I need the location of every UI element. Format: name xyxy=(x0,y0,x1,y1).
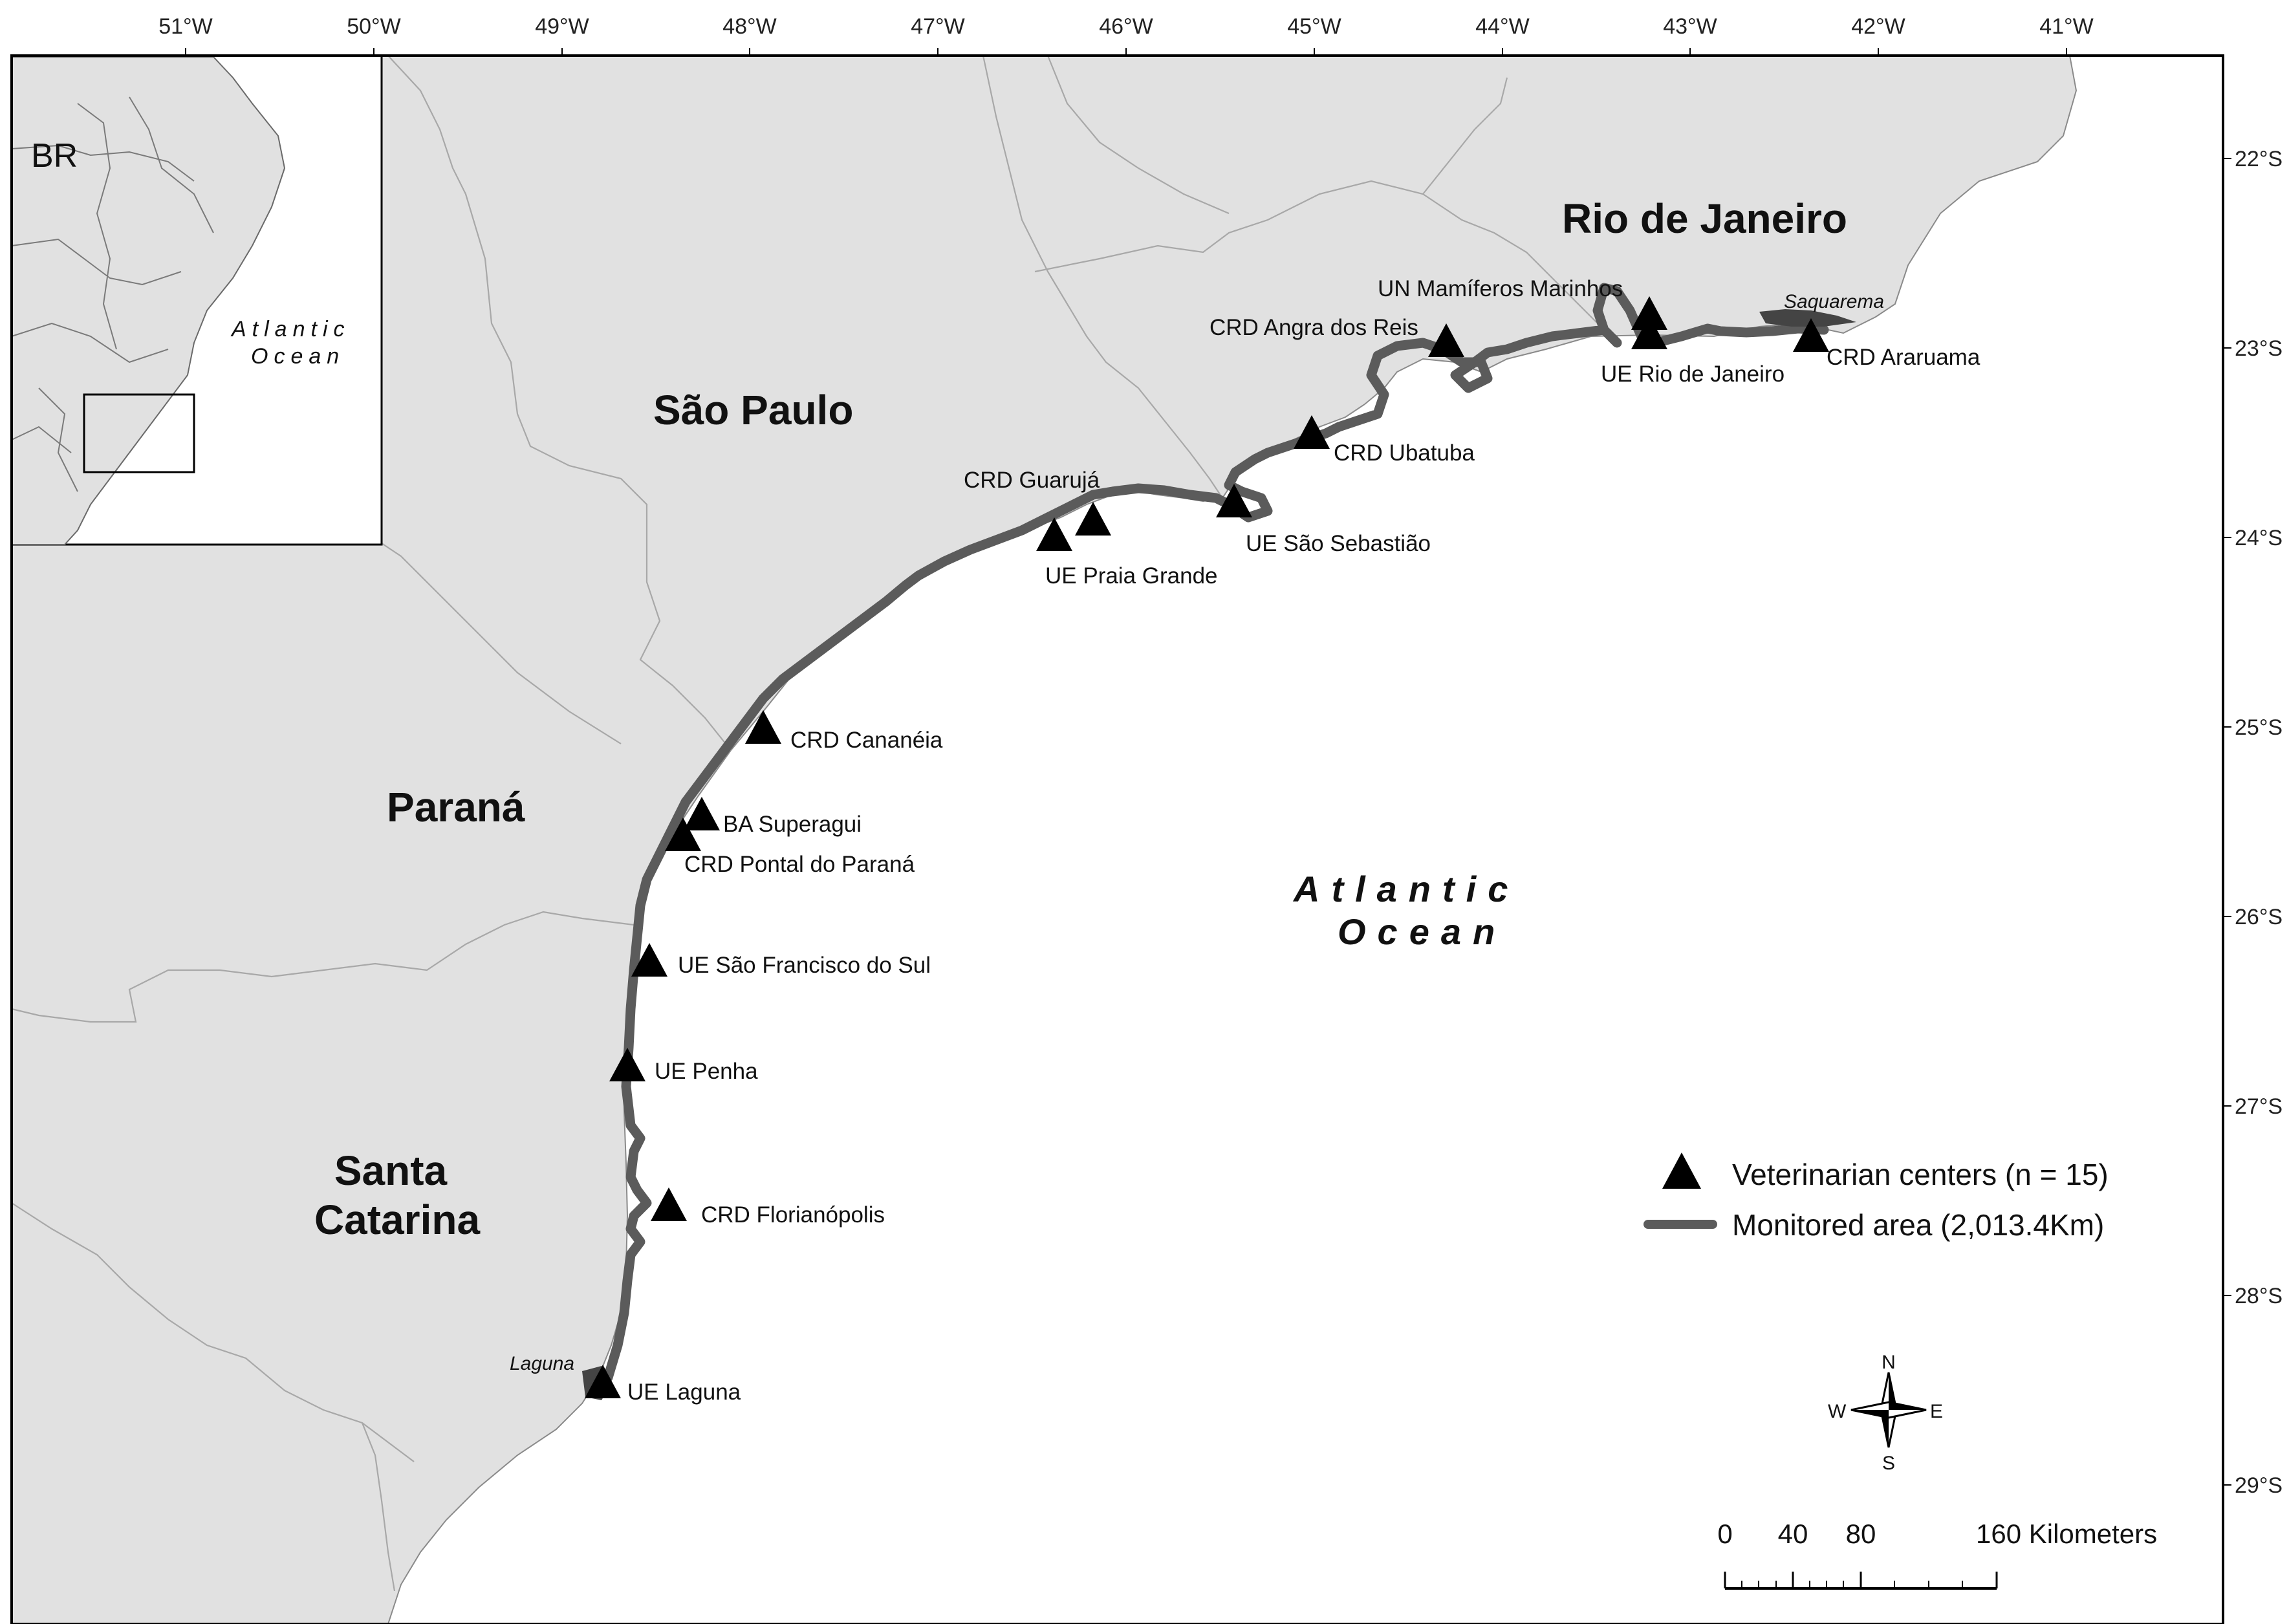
site-label-ba-superagui: BA Superagui xyxy=(723,812,862,837)
compass-s: S xyxy=(1882,1453,1895,1474)
lat-label-28s: 28°S xyxy=(2235,1284,2283,1308)
marker-crd-araruama xyxy=(1793,318,1829,352)
scale-label-0: 0 xyxy=(1717,1519,1732,1549)
marker-crd-florianopolis xyxy=(651,1187,687,1221)
legend-monitored-label: Monitored area (2,013.4Km) xyxy=(1732,1208,2104,1242)
marker-crd-guaruja xyxy=(1075,502,1111,536)
legend-center-symbol xyxy=(1662,1153,1701,1189)
inset-south-america xyxy=(11,56,286,545)
scale-bar: 0 40 80 160 Kilometers xyxy=(1717,1519,2157,1590)
site-label-ue-rio-de-janeiro: UE Rio de Janeiro xyxy=(1601,362,1785,387)
lon-label-45w: 45°W xyxy=(1287,14,1341,39)
marker-crd-pontal-do-parana xyxy=(665,817,701,851)
ocean-label-line2: Ocean xyxy=(1338,911,1506,952)
lon-label-42w: 42°W xyxy=(1851,14,1905,39)
site-label-ue-sao-sebastiao: UE São Sebastião xyxy=(1246,531,1431,556)
lat-label-26s: 26°S xyxy=(2235,905,2283,929)
longitude-axis: 51°W 50°W 49°W 48°W 47°W 46°W 45°W 44°W … xyxy=(158,14,2094,56)
compass-n: N xyxy=(1882,1352,1896,1373)
marker-ue-sao-francisco-do-sul xyxy=(631,943,667,977)
lon-label-47w: 47°W xyxy=(911,14,965,39)
north-arrow: N S E W xyxy=(1828,1352,1943,1474)
inset-ocean-label-line2: Ocean xyxy=(251,344,345,369)
inset-extent-box xyxy=(83,393,195,473)
saquarema-lagoon xyxy=(1759,309,1856,327)
lon-label-43w: 43°W xyxy=(1663,14,1717,39)
legend: Veterinarian centers (n = 15) Monitored … xyxy=(1644,1153,2109,1242)
site-label-ue-sao-francisco-do-sul: UE São Francisco do Sul xyxy=(678,953,931,978)
scale-label-40: 40 xyxy=(1778,1519,1808,1549)
map-frame xyxy=(10,54,2224,1624)
lon-label-48w: 48°W xyxy=(722,14,777,39)
marker-ue-sao-sebastiao xyxy=(1216,484,1252,517)
place-label-saquarema: Saquarema xyxy=(1784,291,1884,312)
site-label-ue-praia-grande: UE Praia Grande xyxy=(1045,563,1218,589)
inset-map: BR Atlantic Ocean xyxy=(10,54,383,546)
marker-un-mamiferos-marinhos xyxy=(1631,296,1667,330)
marker-ue-laguna xyxy=(585,1365,621,1398)
state-label-santa-catarina-line2: Catarina xyxy=(314,1196,481,1243)
ocean-label-line1: Atlantic xyxy=(1292,869,1519,909)
site-label-crd-ubatuba: CRD Ubatuba xyxy=(1334,440,1475,466)
marker-crd-cananeia xyxy=(745,710,781,744)
site-label-crd-angra-dos-reis: CRD Angra dos Reis xyxy=(1210,315,1418,340)
compass-e: E xyxy=(1930,1401,1943,1422)
site-label-crd-pontal-do-parana: CRD Pontal do Paraná xyxy=(684,852,915,877)
lon-label-46w: 46°W xyxy=(1099,14,1153,39)
marker-crd-angra-dos-reis xyxy=(1428,323,1464,357)
lat-label-23s: 23°S xyxy=(2235,336,2283,361)
monitored-area-line xyxy=(603,283,1829,1383)
inset-country-label: BR xyxy=(31,137,78,175)
state-label-santa-catarina-line1: Santa xyxy=(334,1147,448,1194)
inset-borders xyxy=(11,96,214,492)
site-label-crd-florianopolis: CRD Florianópolis xyxy=(701,1202,885,1228)
inset-ocean-label-line1: Atlantic xyxy=(230,317,351,341)
site-label-ue-laguna: UE Laguna xyxy=(627,1380,741,1405)
lat-label-27s: 27°S xyxy=(2235,1094,2283,1119)
marker-ue-praia-grande xyxy=(1036,517,1072,551)
lon-label-50w: 50°W xyxy=(347,14,401,39)
latitude-axis: 22°S 23°S 24°S 25°S 26°S 27°S 28°S 29°S xyxy=(2223,147,2283,1498)
lat-label-24s: 24°S xyxy=(2235,526,2283,550)
site-label-ue-penha: UE Penha xyxy=(655,1059,758,1084)
lat-label-25s: 25°S xyxy=(2235,715,2283,740)
legend-centers-label: Veterinarian centers (n = 15) xyxy=(1732,1158,2109,1191)
state-label-sao-paulo: São Paulo xyxy=(653,387,853,433)
marker-ue-rio-de-janeiro xyxy=(1631,316,1667,349)
lon-label-49w: 49°W xyxy=(535,14,589,39)
marker-crd-ubatuba xyxy=(1294,415,1330,449)
place-label-laguna: Laguna xyxy=(510,1353,574,1374)
site-label-crd-guaruja: CRD Guarujá xyxy=(964,468,1100,493)
scale-label-160: 160 Kilometers xyxy=(1976,1519,2157,1549)
lat-label-22s: 22°S xyxy=(2235,147,2283,171)
lon-label-51w: 51°W xyxy=(158,14,213,39)
lat-label-29s: 29°S xyxy=(2235,1473,2283,1498)
site-markers xyxy=(585,296,1829,1398)
lon-label-41w: 41°W xyxy=(2039,14,2094,39)
state-label-rio-de-janeiro: Rio de Janeiro xyxy=(1562,195,1847,242)
site-label-un-mamiferos-marinhos: UN Mamíferos Marinhos xyxy=(1378,276,1623,301)
site-label-crd-cananeia: CRD Cananéia xyxy=(790,728,943,753)
marker-ue-penha xyxy=(609,1048,645,1081)
compass-w: W xyxy=(1828,1401,1847,1422)
site-label-crd-araruama: CRD Araruama xyxy=(1827,345,1980,370)
state-label-parana: Paraná xyxy=(387,784,525,830)
lon-label-44w: 44°W xyxy=(1475,14,1530,39)
scale-label-80: 80 xyxy=(1846,1519,1876,1549)
marker-ba-superagui xyxy=(684,797,720,830)
